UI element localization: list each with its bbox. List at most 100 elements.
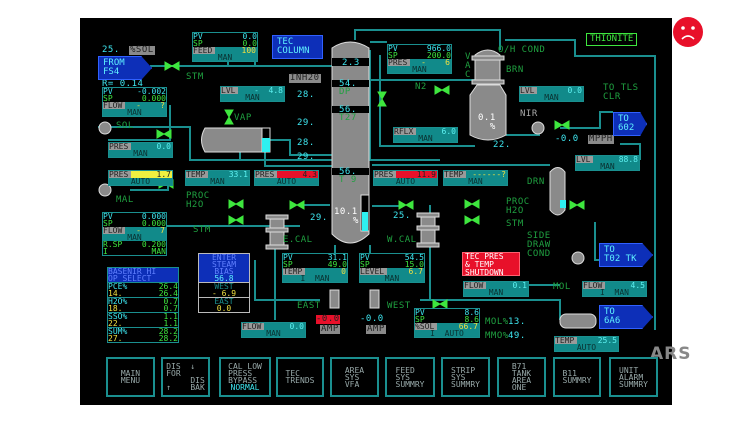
faceplate-value[interactable]: ------? bbox=[472, 170, 506, 179]
faceplate-value[interactable]: 0 bbox=[341, 267, 346, 276]
menu-button[interactable]: AREA SYS VFA bbox=[330, 357, 379, 397]
faceplate-value[interactable]: 0.0 bbox=[289, 322, 304, 331]
steam-bias-entry[interactable]: ENTER STEAM BIAS 56.8 WEST - 6.9 EAST 0.… bbox=[198, 253, 250, 313]
faceplate-mode[interactable]: MAN bbox=[242, 330, 305, 338]
faceplate-mode[interactable]: MAN bbox=[464, 289, 528, 297]
faceplate-value[interactable]: 4.3 bbox=[277, 171, 318, 179]
faceplate-mode[interactable]: MAN bbox=[193, 54, 257, 62]
faceplate-mode[interactable]: MAN bbox=[103, 109, 166, 117]
faceplate-value[interactable]: 88.8 bbox=[618, 155, 638, 164]
faceplate-mode[interactable]: MAN bbox=[109, 150, 172, 158]
faceplate-value[interactable]: 0.0 bbox=[242, 39, 257, 48]
faceplate-value[interactable]: 11.9 bbox=[396, 171, 437, 179]
faceplate-value[interactable]: 33.1 bbox=[228, 170, 248, 179]
menu-button[interactable]: STRIP SYS SUMMRY bbox=[441, 357, 490, 397]
faceplate-mode[interactable]: I MAN bbox=[583, 289, 646, 297]
shutdown-alarm-button[interactable]: TEC PRES & TEMP SHUTDOWN bbox=[462, 252, 520, 277]
menu-button[interactable]: B71 TANK AREA ONE bbox=[497, 357, 546, 397]
destination-tag[interactable]: TO T02 TK bbox=[599, 243, 653, 267]
faceplate-value[interactable]: 0.0 bbox=[156, 142, 171, 151]
faceplate-mode[interactable]: I MAN bbox=[283, 275, 347, 283]
faceplate-mode[interactable]: MAN bbox=[103, 234, 166, 242]
faceplate-value[interactable]: 0.000 bbox=[141, 219, 166, 228]
faceplate-row-var: TEMP------? bbox=[444, 170, 507, 179]
faceplate-value[interactable]: 0.000 bbox=[141, 94, 166, 103]
faceplate-mode[interactable]: MAN bbox=[576, 163, 639, 171]
faceplate-mode[interactable]: AUTO bbox=[255, 178, 318, 186]
faceplate-value[interactable]: 15.0 bbox=[404, 260, 424, 269]
faceplate-mode[interactable]: AUTO bbox=[555, 344, 618, 352]
menu-button[interactable]: B11 SUMMRY bbox=[553, 357, 601, 397]
faceplate-value[interactable]: 25.5 bbox=[597, 336, 617, 345]
label: %SOL bbox=[129, 45, 155, 55]
faceplate-value[interactable]: 0.1 bbox=[512, 281, 527, 290]
faceplate-value[interactable]: - 7 bbox=[136, 226, 165, 235]
destination-tag[interactable]: TO 602 bbox=[613, 112, 647, 136]
faceplate-value[interactable]: 0.0 bbox=[567, 86, 582, 95]
faceplate-label: PV bbox=[103, 212, 113, 221]
faceplate-mode[interactable]: MAN bbox=[360, 275, 424, 283]
faceplate-mode[interactable]: MAN bbox=[221, 94, 284, 102]
faceplate-value[interactable]: - 6 bbox=[421, 58, 450, 67]
destination-tag[interactable]: FROM FS4 bbox=[98, 56, 152, 80]
faceplate-value[interactable]: 4.5 bbox=[630, 281, 645, 290]
faceplate-mode[interactable]: AUTO bbox=[109, 178, 172, 186]
label: AMP bbox=[320, 324, 340, 334]
basenir-value: 28.2 bbox=[158, 327, 178, 336]
faceplate-value[interactable]: - 4.8 bbox=[254, 86, 283, 95]
menu-button[interactable]: UNIT ALARM SUMMRY bbox=[609, 357, 658, 397]
destination-tag[interactable]: TO 6A6 bbox=[599, 305, 653, 329]
faceplate-value[interactable]: 100 bbox=[241, 46, 256, 55]
faceplate-mode[interactable]: AUTO bbox=[374, 178, 437, 186]
faceplate-value[interactable]: 6.7 bbox=[408, 267, 423, 276]
faceplate-value[interactable]: 49.0 bbox=[327, 260, 347, 269]
faceplate-mode[interactable]: MAN bbox=[394, 135, 457, 143]
faceplate-mode[interactable]: I AUTO bbox=[415, 330, 479, 338]
faceplate-mode[interactable]: MAN bbox=[186, 178, 249, 186]
faceplate-value[interactable]: 200.0 bbox=[426, 51, 451, 60]
faceplate-label: PRES bbox=[109, 143, 132, 151]
menu-button[interactable]: FEED SYS SUMMRY bbox=[385, 357, 435, 397]
label: 25. bbox=[102, 45, 120, 55]
menu-button[interactable]: DIS ↓ FOR DIS ↑ BAK bbox=[161, 357, 210, 397]
faceplate-mode[interactable]: MAN bbox=[444, 178, 507, 186]
faceplate-value[interactable]: - ? bbox=[136, 101, 165, 110]
menu-button[interactable]: TEC TRENDS bbox=[276, 357, 324, 397]
faceplate-mode[interactable]: MAN bbox=[520, 94, 583, 102]
faceplate-value[interactable]: 6.0 bbox=[441, 127, 456, 136]
faceplate-mode[interactable]: MAN bbox=[388, 66, 451, 74]
menu-button[interactable]: MAIN MENU bbox=[106, 357, 155, 397]
faceplate-value[interactable]: 8.6 bbox=[464, 315, 479, 324]
faceplate-value[interactable]: 1.7 bbox=[131, 171, 172, 179]
faceplate-value: 31.1 bbox=[327, 253, 347, 262]
faceplate-value[interactable]: 66.7 bbox=[458, 322, 478, 331]
steam-bias-value[interactable]: 56.8 bbox=[199, 275, 249, 283]
tec-column-title[interactable]: TEC COLUMN bbox=[272, 35, 323, 59]
faceplate[interactable]: TEMP------?MAN bbox=[443, 170, 508, 186]
